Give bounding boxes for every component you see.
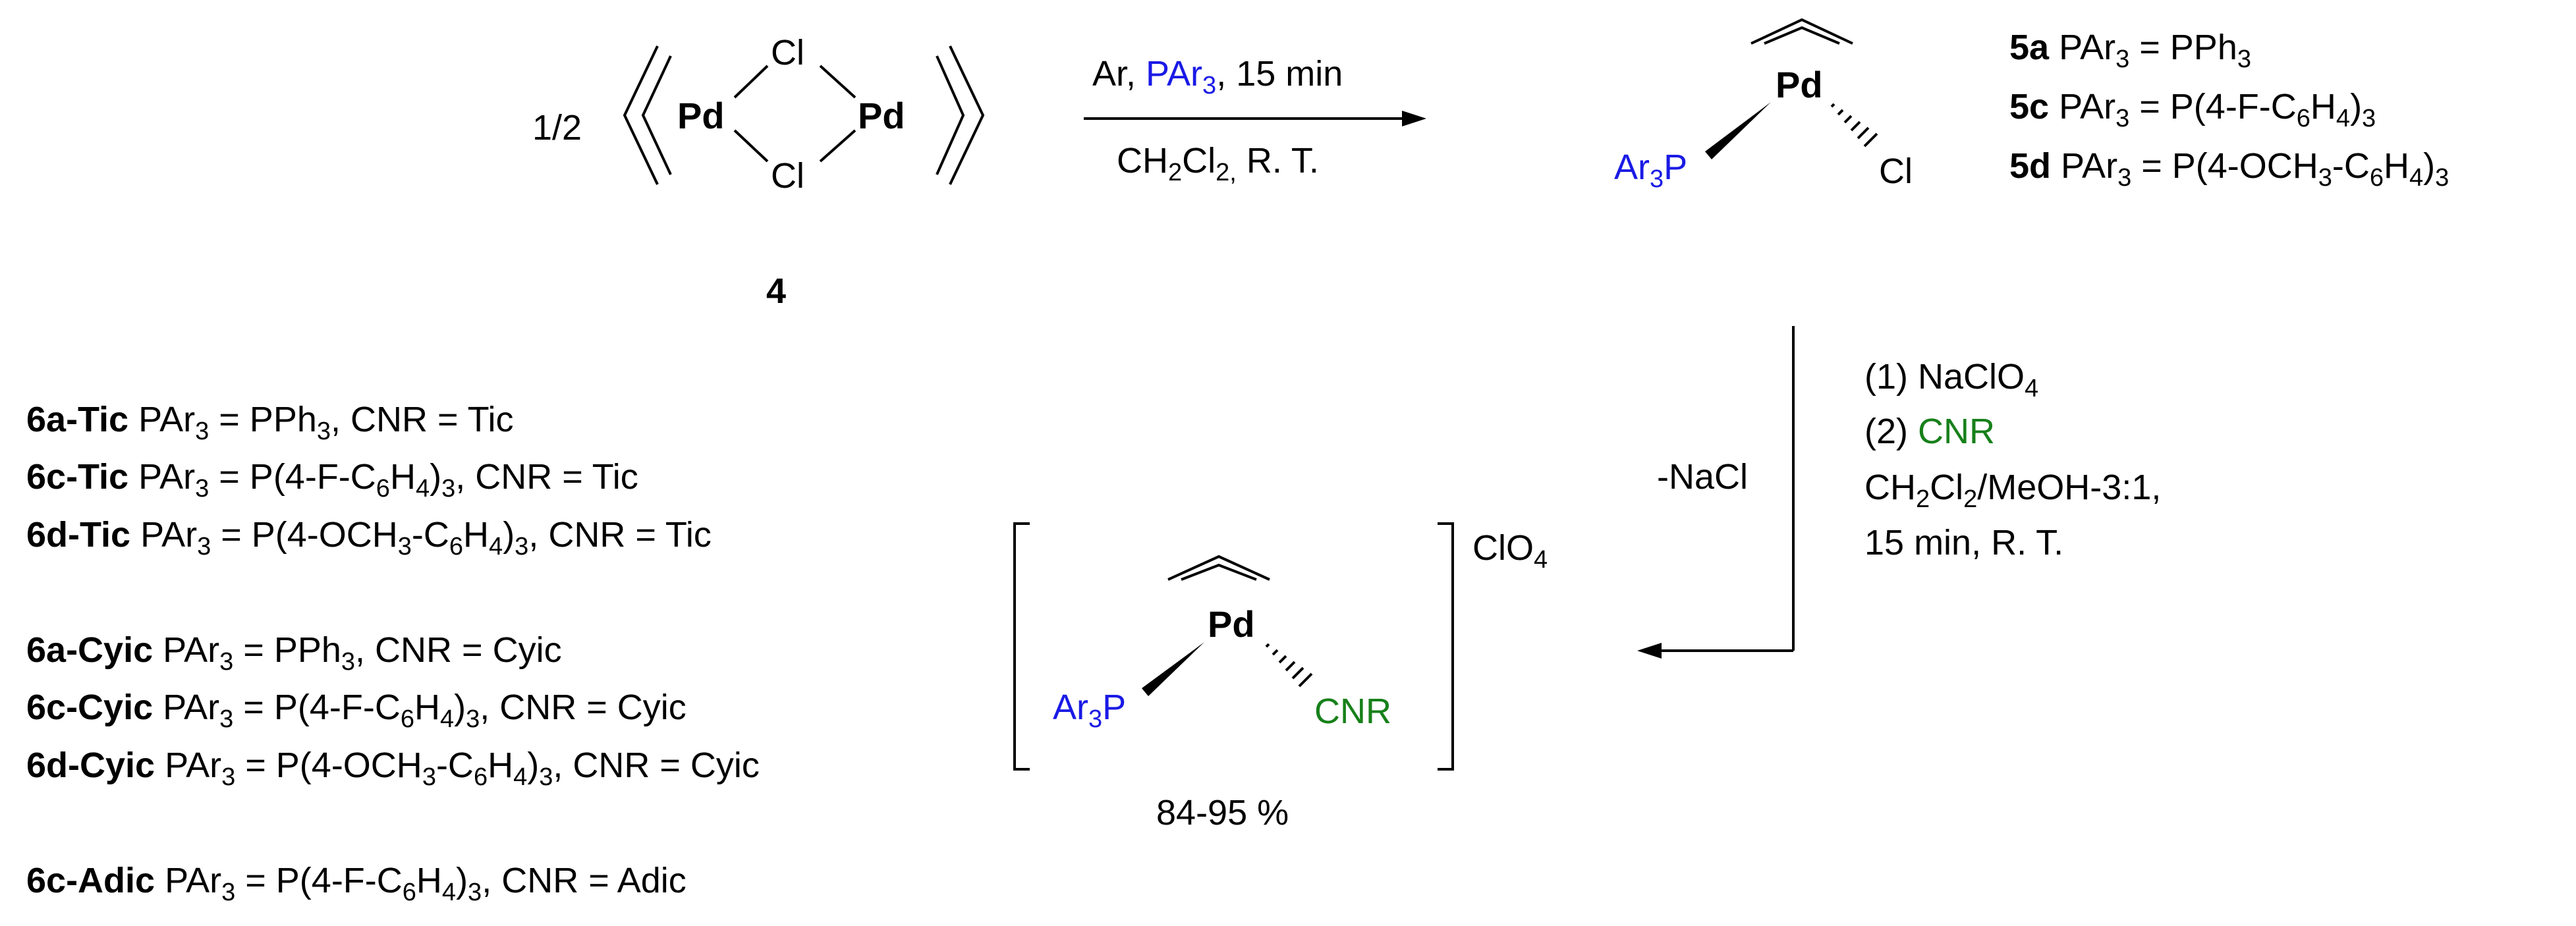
- hash-bond-6: [1265, 643, 1313, 688]
- bond-cl-top-pd2: [819, 65, 856, 99]
- product-id: 6d-Tic: [26, 515, 130, 555]
- step2-arrow-group: -NaCl (1) NaClO4 (2) CNR CH2Cl2/MeOH-3:1…: [1637, 326, 2161, 659]
- product-id: 6a-Cyic: [26, 630, 153, 670]
- phosphine-5: Ar3P: [1614, 148, 1687, 193]
- pd-5: Pd: [1776, 64, 1823, 105]
- step2-arrow-head: [1637, 643, 1662, 659]
- bond-cl-bottom-pd2: [819, 129, 856, 163]
- complex-5-list: 5a PAr3 = PPh3 5c PAr3 = P(4-F-C6H4)3 5d…: [2009, 28, 2449, 192]
- product-6d-cyic: 6d-Cyic PAr3 = P(4-OCH3-C6H4)3, CNR = Cy…: [26, 746, 760, 791]
- allyl-right-bracket-outer: [949, 45, 985, 185]
- cl-bridge-bottom: Cl: [771, 156, 804, 196]
- product-id: 6a-Tic: [26, 400, 128, 439]
- bracket-left: [1013, 522, 1030, 771]
- step1-arrow-group: Ar, PAr3, 15 min CH2Cl2, R. T.: [1084, 54, 1426, 186]
- product-6c-cyic: 6c-Cyic PAr3 = P(4-F-C6H4)3, CNR = Cyic: [26, 688, 686, 733]
- hash-bond-5: [1830, 103, 1878, 148]
- step2-line4: 15 min, R. T.: [1864, 523, 2063, 562]
- bond-pd1-cl-top: [733, 65, 769, 99]
- wedge-bond-5: [1705, 102, 1771, 159]
- complex-5: Pd Ar3P Cl: [1614, 18, 1913, 193]
- counterion: ClO4: [1472, 528, 1548, 574]
- product-6d-tic: 6d-Tic PAr3 = P(4-OCH3-C6H4)3, CNR = Tic: [26, 515, 712, 560]
- list-5d: 5d PAr3 = P(4-OCH3-C6H4)3: [2009, 146, 2449, 192]
- product-6a-cyic: 6a-Cyic PAr3 = PPh3, CNR = Cyic: [26, 630, 562, 676]
- list-5c: 5c PAr3 = P(4-F-C6H4)3: [2009, 87, 2376, 132]
- compound-4: 1/2 Pd Pd Cl Cl 4: [532, 33, 985, 311]
- step1-conditions-top: Ar, PAr3, 15 min: [1092, 54, 1343, 99]
- allyl-arc-5-inner: [1764, 26, 1840, 45]
- step2-line3: CH2Cl2/MeOH-3:1,: [1864, 468, 2161, 513]
- step2-line2: (2) CNR: [1864, 412, 1995, 451]
- allyl-right-bracket-inner: [936, 55, 965, 175]
- allyl-left-bracket-outer: [623, 45, 659, 185]
- wedge-bond-6: [1142, 642, 1204, 696]
- bond-pd1-cl-bottom: [733, 129, 769, 163]
- product-6c-adic: 6c-Adic PAr3 = P(4-F-C6H4)3, CNR = Adic: [26, 861, 686, 906]
- product-list: 6a-Tic PAr3 = PPh3, CNR = Tic 6c-Tic PAr…: [26, 400, 760, 906]
- pd-6: Pd: [1208, 603, 1255, 645]
- phosphine-6: Ar3P: [1053, 688, 1126, 733]
- half-prefix: 1/2: [532, 108, 582, 148]
- allyl-arc-6-inner: [1181, 563, 1257, 581]
- product-id: 6d-Cyic: [26, 746, 155, 785]
- chloride-5: Cl: [1879, 151, 1913, 191]
- isocyanide-6: CNR: [1314, 692, 1391, 731]
- step1-conditions-bottom: CH2Cl2, R. T.: [1117, 141, 1319, 186]
- bracket-right: [1438, 522, 1454, 771]
- pd-left: Pd: [677, 95, 725, 136]
- product-id: 6c-Adic: [26, 861, 155, 900]
- product-6c-tic: 6c-Tic PAr3 = P(4-F-C6H4)3, CNR = Tic: [26, 457, 638, 503]
- product-id: 6c-Tic: [26, 457, 128, 497]
- allyl-arc-5: [1750, 18, 1853, 45]
- step1-arrow-head: [1402, 111, 1426, 126]
- allyl-left-bracket-inner: [641, 55, 672, 175]
- pd-right: Pd: [858, 95, 905, 136]
- cl-bridge-top: Cl: [771, 33, 804, 72]
- allyl-arc-6: [1167, 555, 1270, 581]
- product-6a-tic: 6a-Tic PAr3 = PPh3, CNR = Tic: [26, 400, 514, 445]
- step2-side-condition: -NaCl: [1657, 457, 1748, 497]
- list-5a: 5a PAr3 = PPh3: [2009, 28, 2251, 73]
- step2-line1: (1) NaClO4: [1864, 357, 2038, 402]
- yield: 84-95 %: [1156, 793, 1289, 832]
- complex-6: Pd Ar3P CNR ClO4 84-95 %: [1013, 522, 1548, 832]
- compound-4-label: 4: [766, 271, 786, 311]
- product-id: 6c-Cyic: [26, 688, 153, 727]
